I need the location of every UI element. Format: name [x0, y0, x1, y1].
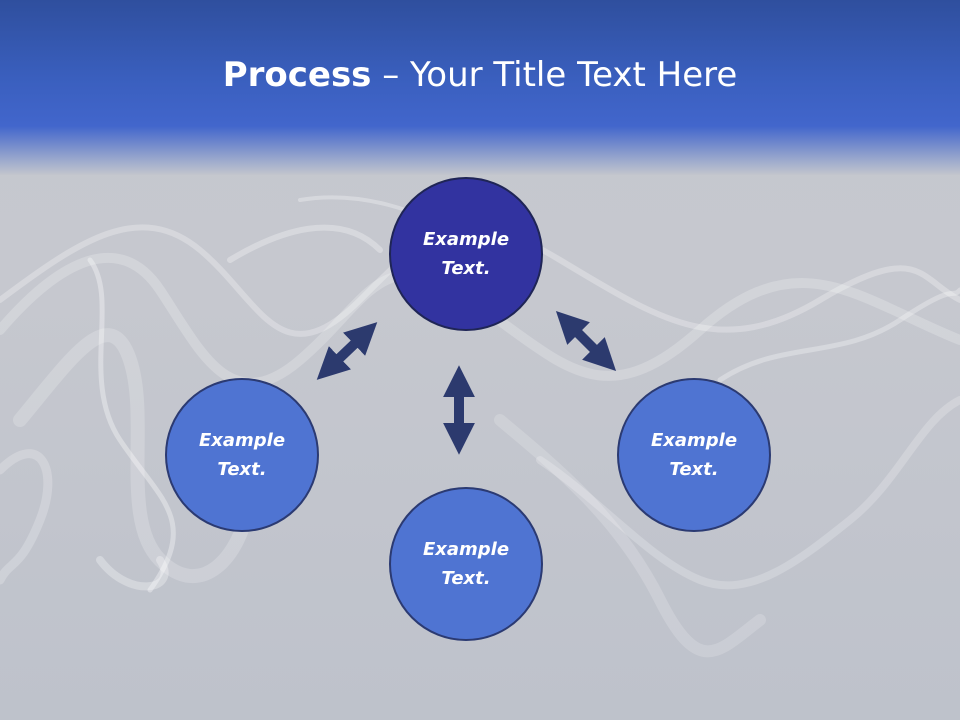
node-right-label: Example Text. [650, 430, 738, 480]
title-rest: – Your Title Text Here [371, 55, 738, 95]
node-top-label: Example Text. [422, 229, 510, 279]
page-title: Process – Your Title Text Here [0, 50, 960, 100]
header-band [0, 0, 960, 175]
node-right: Example Text. [617, 378, 771, 532]
node-top: Example Text. [389, 177, 543, 331]
node-bottom: Example Text. [389, 487, 543, 641]
title-bold: Process [222, 55, 372, 95]
node-left: Example Text. [165, 378, 319, 532]
node-bottom-label: Example Text. [422, 539, 510, 589]
node-left-label: Example Text. [198, 430, 286, 480]
arrow-top-right [555, 310, 617, 372]
arrow-top-left [316, 322, 378, 380]
